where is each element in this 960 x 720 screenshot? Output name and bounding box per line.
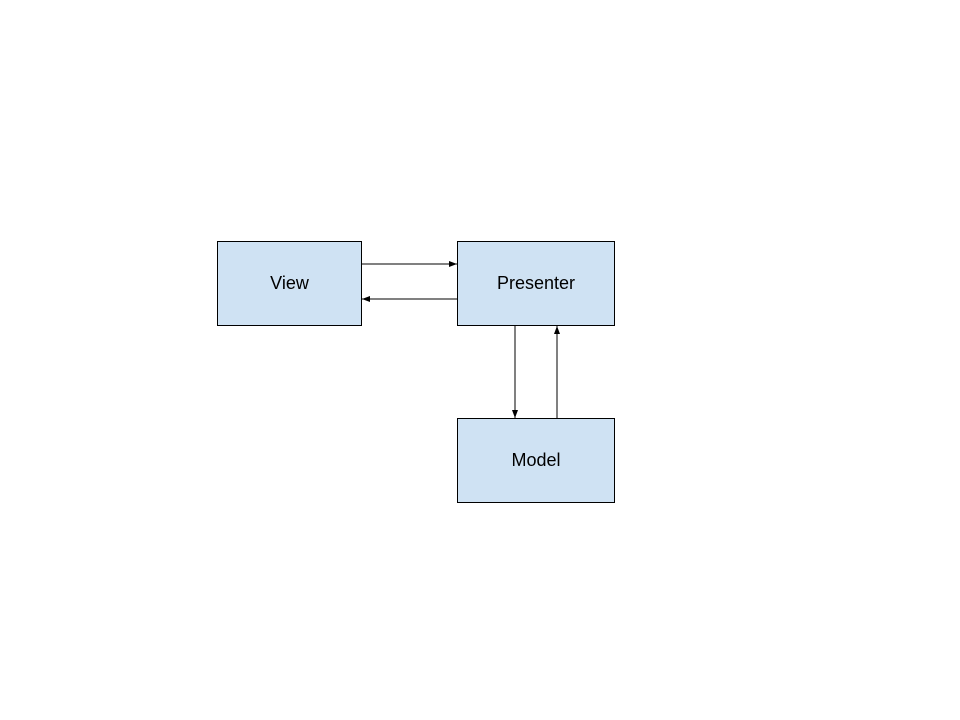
presenter-label: Presenter [496,273,576,293]
view-box[interactable]: View [217,241,362,326]
presenter-box[interactable]: Presenter [457,241,615,326]
view-label: View [270,273,309,293]
model-box[interactable]: Model [457,418,615,503]
model-label: Model [511,450,561,470]
